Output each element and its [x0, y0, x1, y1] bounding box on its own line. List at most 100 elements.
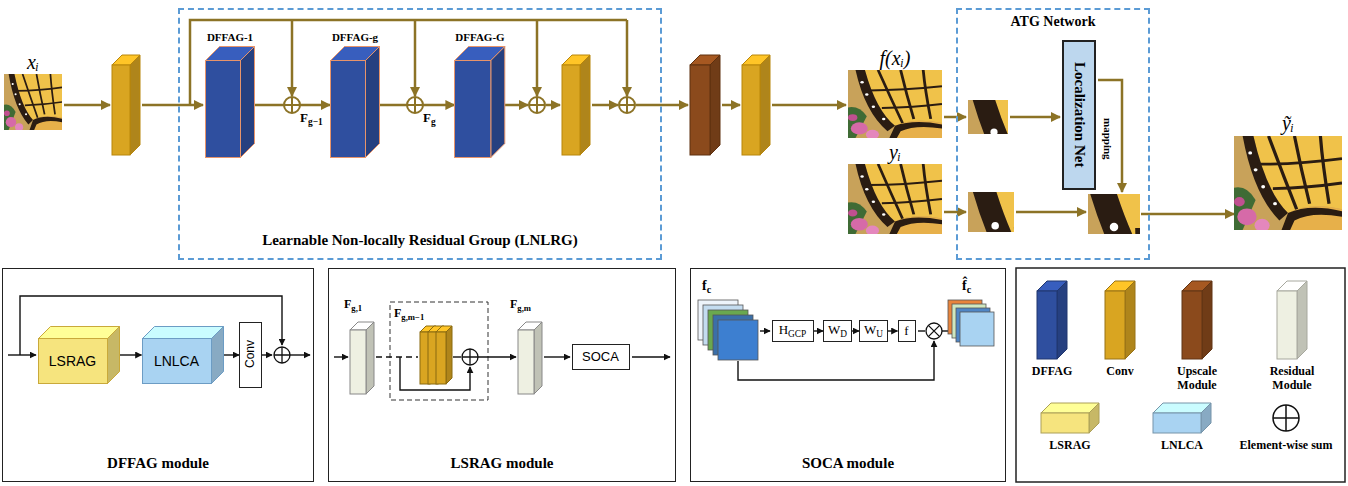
connector-arrow [120, 354, 142, 355]
block-label: SOCA [582, 349, 619, 365]
module-panel: LSRAGLNLCAConvDFFAG module [2, 268, 314, 482]
block-outline [330, 30, 380, 158]
wire [536, 20, 539, 96]
legend-text: LSRAG [1028, 438, 1112, 452]
lnlca-block: LNLCA [142, 326, 224, 384]
wire [632, 356, 670, 357]
wire [290, 354, 310, 355]
symbol-cross [462, 349, 478, 365]
block-side [211, 326, 223, 383]
group-title: Learnable Non-locally Residual Group (LN… [262, 231, 578, 250]
wire [262, 354, 272, 355]
block-shape [142, 326, 223, 383]
label-holder: Fg,m−1 [394, 306, 424, 322]
output-image: f(xᵢ) [848, 46, 942, 138]
subscript: g [431, 117, 436, 127]
block-shape [742, 55, 770, 155]
module-panel: SOCALSRAG module [328, 268, 676, 482]
block-shape [38, 326, 119, 383]
block-front [1277, 291, 1297, 359]
label-holder: Fg [423, 110, 436, 127]
block-shape [331, 47, 380, 158]
feature-label: f̂c [962, 277, 971, 296]
symbol-ring [462, 349, 478, 365]
block-label: WU [864, 322, 883, 339]
block-side [241, 47, 255, 158]
block-shape [1105, 281, 1135, 359]
repeat-frame [390, 302, 488, 400]
block-side [446, 326, 452, 384]
sum-symbol [529, 97, 545, 113]
feature-label: Fg−1 [300, 110, 323, 127]
legend-text: Upscale Module [1162, 364, 1232, 392]
block-side [366, 47, 380, 158]
symbol-ring [274, 347, 290, 363]
lsrag-block: LSRAG [38, 326, 120, 384]
block-front [742, 65, 760, 155]
block-shape [518, 322, 542, 394]
text-part: F [394, 306, 401, 320]
atg-box: Localization NetATG Network [956, 8, 1150, 260]
module-panel: HGCPWDWUfSOCA module [690, 268, 1006, 482]
connector-arrow [224, 354, 240, 355]
conv-box: Conv [239, 322, 262, 388]
feature-label: fc [702, 277, 711, 296]
wire [544, 356, 570, 357]
block-label: DFFAG-1 [207, 30, 253, 44]
group-title: ATG Network [1011, 13, 1096, 31]
block-side [534, 322, 542, 394]
wire [505, 104, 528, 107]
wire [918, 330, 925, 331]
legend-text: Residual Module [1250, 364, 1334, 392]
legend-swatch [1040, 402, 1100, 434]
butterfly-image [848, 70, 942, 138]
wire [478, 356, 516, 357]
subscript: c [707, 284, 711, 295]
group-title: SOCA module [802, 454, 894, 473]
block-shape [350, 322, 374, 394]
symbol-ring [407, 97, 423, 113]
connector-arrow [1150, 213, 1234, 216]
legend-swatch [1104, 280, 1136, 360]
symbol-cross [407, 97, 423, 113]
image-label: ỹᵢ [1282, 110, 1294, 136]
symbol-cross [923, 320, 946, 343]
wire [414, 20, 417, 96]
label-holder: Fg,1 [344, 297, 362, 313]
block-label: LSRAG [49, 352, 96, 370]
text-part: F [300, 110, 308, 125]
wire [546, 104, 560, 107]
subscript: D [840, 329, 847, 339]
feature-map [718, 320, 758, 360]
text-part: W [864, 322, 876, 337]
legend-panel [1016, 268, 1345, 482]
block-label: f [904, 323, 908, 339]
butterfly-picture [848, 164, 942, 234]
block-front [690, 65, 710, 155]
connector-arrow [888, 330, 897, 331]
sum-symbol [1273, 405, 1299, 431]
block-shape [112, 55, 140, 155]
subscript: c [967, 284, 971, 295]
subscript: g−1 [308, 117, 323, 127]
symbol-cross [284, 97, 300, 113]
block-side [760, 55, 770, 155]
block-front [206, 61, 241, 158]
symbol-ring [619, 97, 635, 113]
legend-item: LNLCA [1140, 402, 1224, 452]
input-image: xᵢ [4, 50, 62, 130]
text-part: F [510, 297, 517, 311]
image-label: f(xᵢ) [880, 46, 911, 70]
block-side [1201, 403, 1211, 433]
wire [400, 357, 470, 390]
feature-stack [948, 300, 994, 346]
feature-map [960, 312, 994, 346]
legend-text: Conv [1092, 364, 1148, 378]
legend-item: Residual Module [1250, 280, 1334, 392]
block-side [130, 55, 140, 155]
block-front [1153, 413, 1201, 433]
block-side [1089, 403, 1099, 433]
block-front [142, 338, 211, 383]
